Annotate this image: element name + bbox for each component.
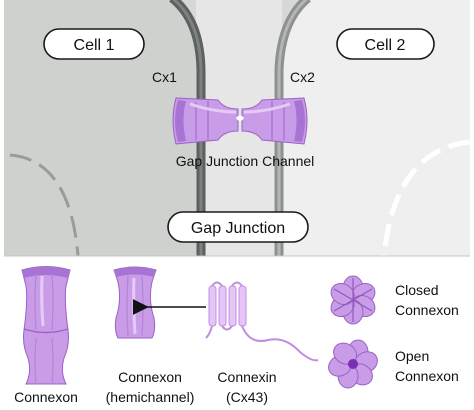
connexin-label-line1: Connexin [217, 369, 276, 385]
hemichannel-label-line2: (hemichannel) [106, 389, 195, 405]
cell-1-label: Cell 1 [74, 37, 115, 54]
open-connexon-label-line2: Connexon [395, 368, 459, 384]
gap-junction-channel [172, 97, 308, 145]
closed-connexon-label-line2: Connexon [395, 302, 459, 318]
channel-label: Gap Junction Channel [176, 153, 315, 169]
connexin-helix-icon [205, 281, 319, 362]
cell-1-label-pill: Cell 1 [43, 28, 145, 60]
closed-connexon-icon [330, 275, 376, 325]
connexon-label: Connexon [14, 389, 78, 405]
gap-junction-label: Gap Junction [191, 220, 285, 237]
hemichannel-icon [113, 266, 157, 339]
cell-2-nucleus [381, 139, 470, 256]
connexon-icon [21, 266, 71, 385]
open-connexon-icon [328, 339, 378, 389]
open-connexon-label-line1: Open [395, 348, 429, 364]
cx1-label: Cx1 [152, 69, 177, 85]
cell-1-nucleus [9, 153, 80, 256]
cx2-label: Cx2 [290, 69, 315, 85]
cell-2-label-pill: Cell 2 [336, 28, 435, 60]
cell-2-body [279, 0, 470, 256]
hemichannel-label-line1: Connexon [118, 369, 182, 385]
gap-junction-label-pill: Gap Junction [167, 211, 309, 243]
cell-2-label: Cell 2 [365, 37, 406, 54]
cell-1-body [4, 0, 201, 256]
closed-connexon-label-line1: Closed [395, 282, 439, 298]
connexin-label-line2: (Cx43) [226, 389, 268, 405]
